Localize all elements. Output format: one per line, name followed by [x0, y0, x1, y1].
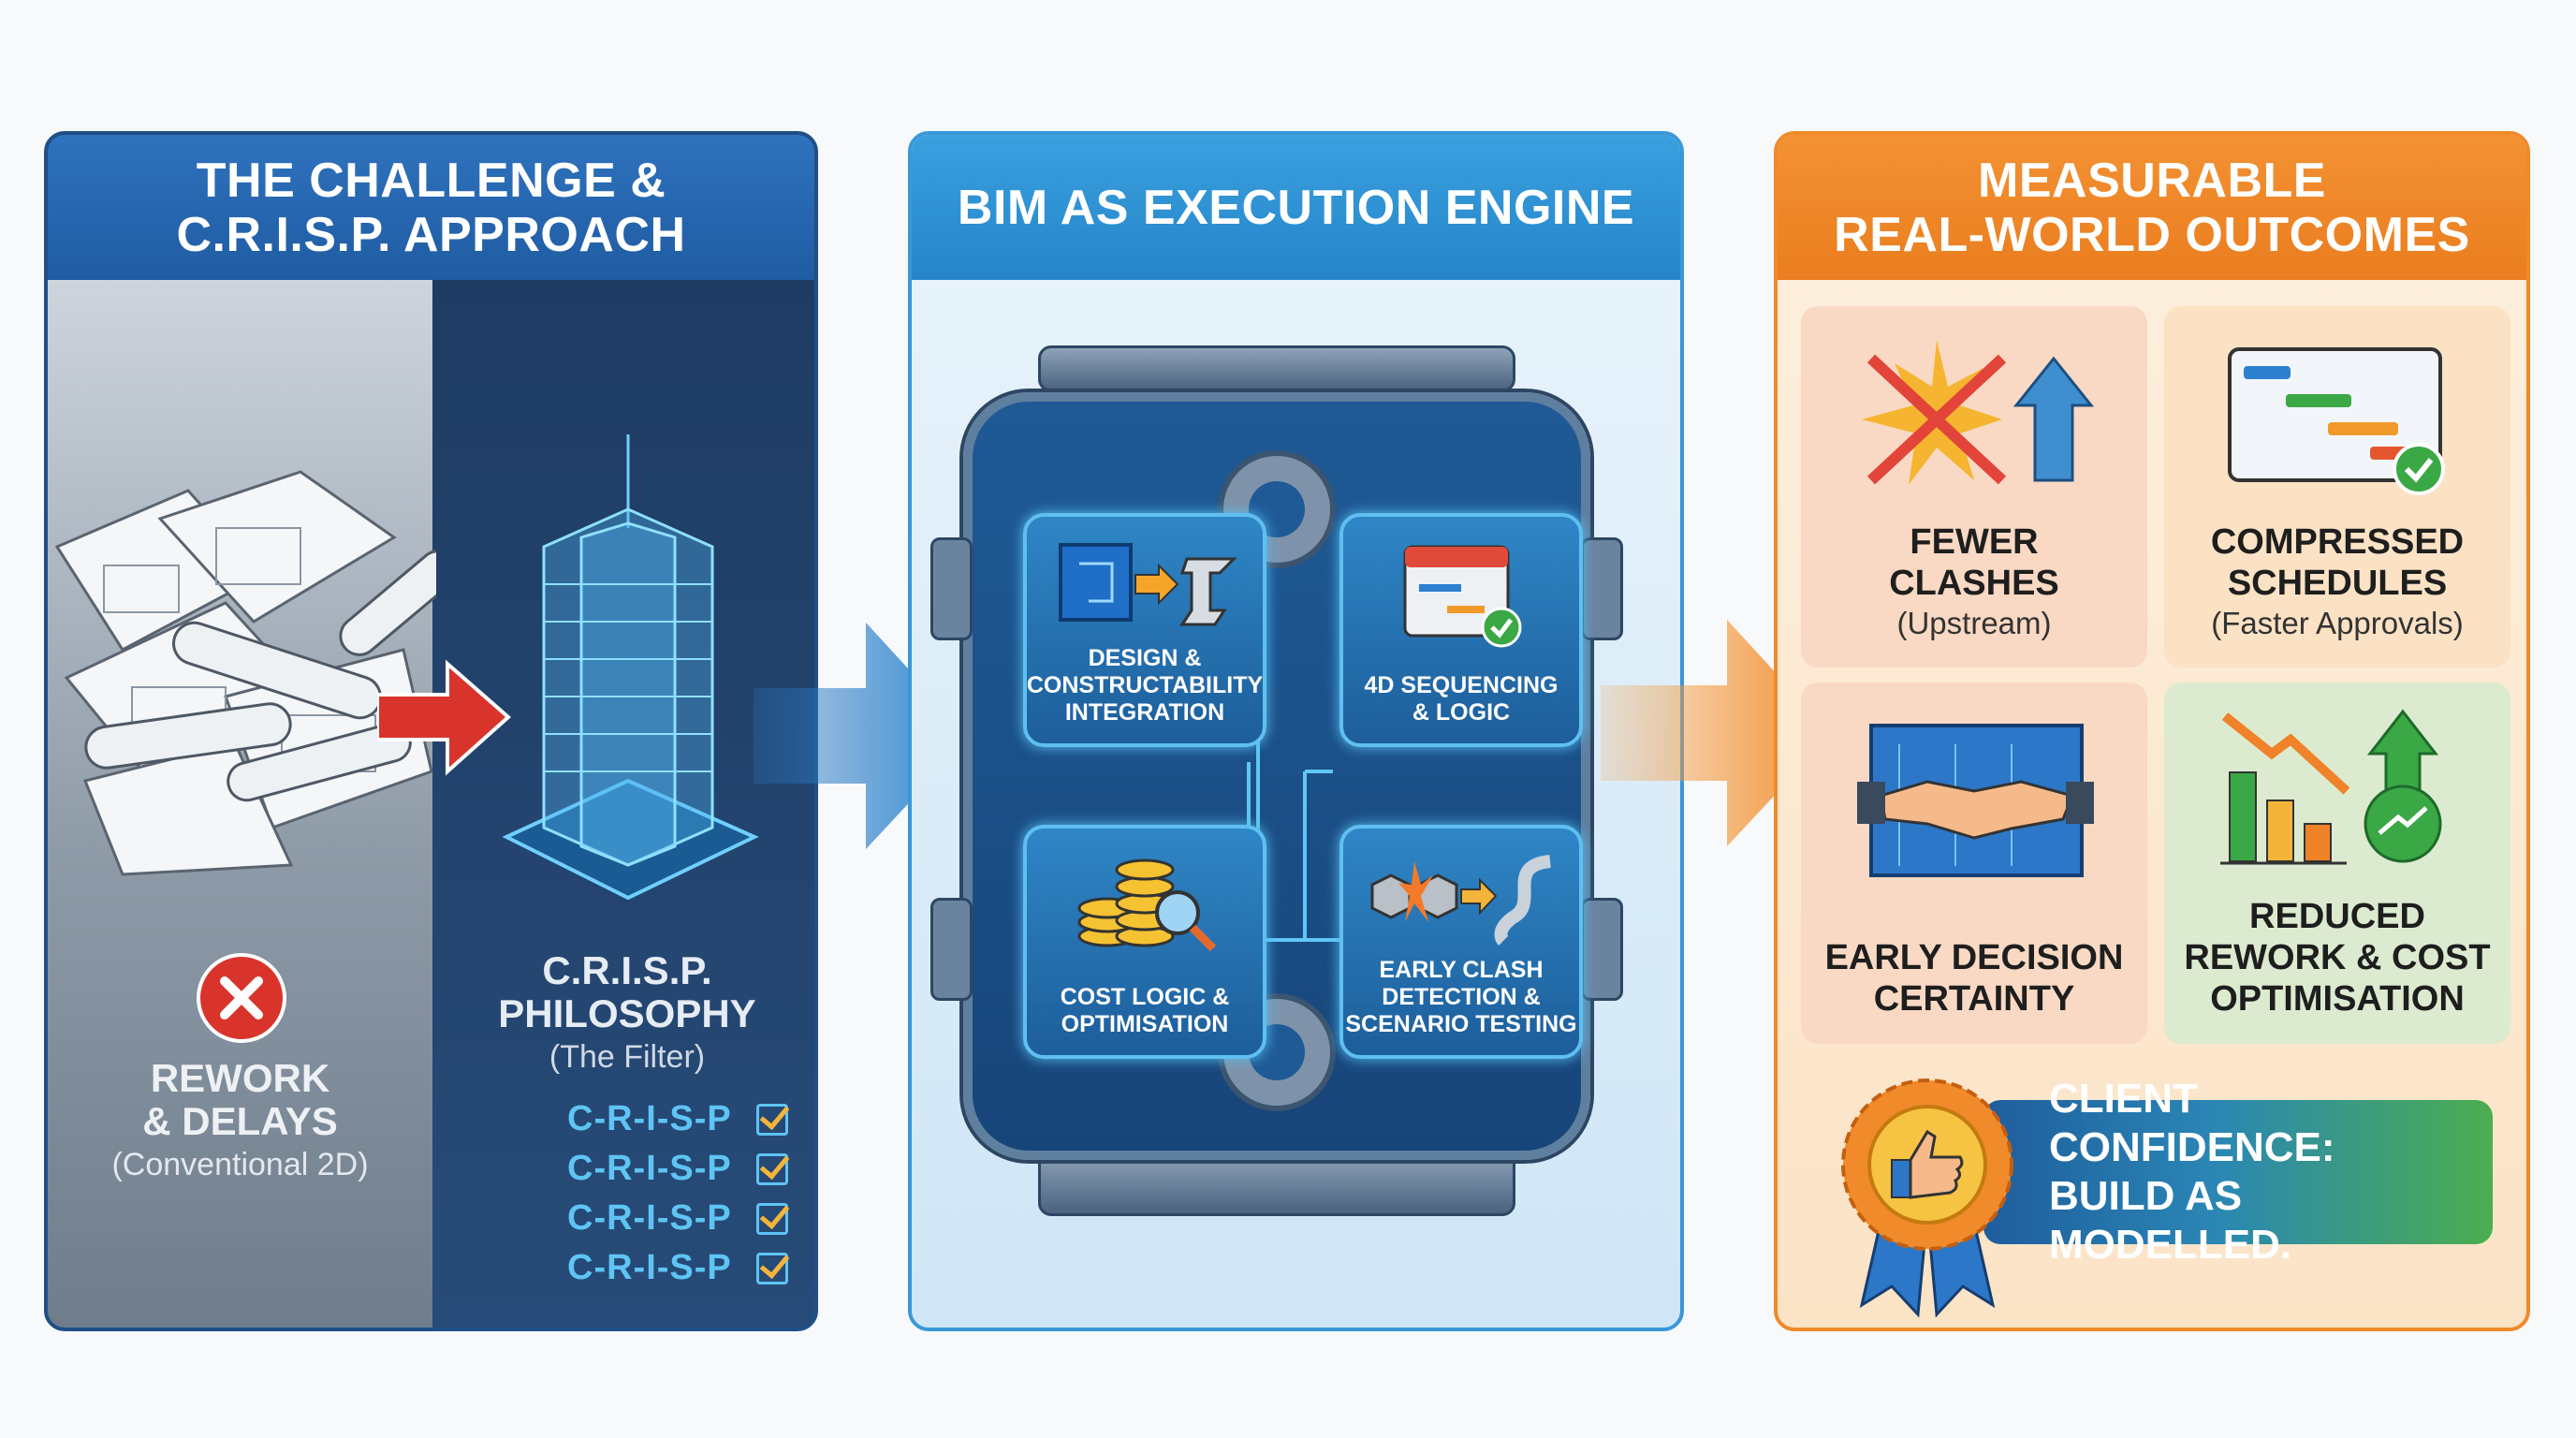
outcome-card-reduced-rework: REDUCED REWORK & COST OPTIMISATION — [2164, 682, 2510, 1044]
blueprint-to-beam-icon — [1059, 543, 1237, 626]
module-label: EARLY CLASH — [1379, 957, 1544, 983]
checkbox-icon — [755, 1152, 788, 1185]
cost-module: COST LOGIC & OPTIMISATION — [1023, 825, 1266, 1059]
digital-building-icon — [502, 434, 759, 901]
engine-top-cap — [1038, 345, 1515, 392]
thumbs-up-medal-icon — [1841, 1078, 2013, 1318]
checklist-label: C-R-I-S-P — [567, 1149, 732, 1188]
checklist-label: C-R-I-S-P — [567, 1198, 732, 1238]
title-line: THE CHALLENGE & — [196, 153, 666, 208]
module-label: & LOGIC — [1412, 699, 1511, 726]
card-title: REDUCED — [2249, 897, 2425, 936]
title-line: C.R.I.S.P. APPROACH — [176, 207, 686, 262]
engine-title: BIM AS EXECUTION ENGINE — [912, 135, 1680, 280]
module-label: COST LOGIC & — [1060, 984, 1230, 1010]
coins-magnifier-icon — [1077, 858, 1217, 952]
crisp-title: C.R.I.S.P. — [542, 948, 712, 992]
card-subtitle: (Upstream) — [1896, 606, 2052, 640]
rework-subtitle: (Conventional 2D) — [111, 1147, 369, 1182]
calendar-check-icon — [1403, 545, 1522, 648]
checkbox-icon — [755, 1202, 788, 1235]
module-label: SCENARIO TESTING — [1345, 1011, 1577, 1037]
crisp-checklist-item: C-R-I-S-P — [567, 1248, 788, 1288]
red-arrow-icon — [377, 659, 512, 776]
module-label: 4D SEQUENCING — [1364, 672, 1559, 698]
bar-chart-down-up-icon — [2220, 709, 2442, 865]
engine-bottom-cap — [1038, 1151, 1515, 1216]
outcomes-panel: MEASURABLE REAL-WORLD OUTCOMES FEWER CLA… — [1774, 131, 2530, 1331]
design-module: DESIGN & CONSTRUCTABILITY INTEGRATION — [1023, 513, 1266, 747]
card-title: OPTIMISATION — [2210, 979, 2465, 1019]
rework-title: REWORK — [150, 1056, 330, 1100]
checkbox-icon — [755, 1252, 788, 1284]
outcome-card-compressed-schedules: COMPRESSED SCHEDULES (Faster Approvals) — [2164, 306, 2510, 668]
card-title: REWORK & COST — [2184, 938, 2491, 977]
rework-title: & DELAYS — [142, 1099, 338, 1143]
checklist-label: C-R-I-S-P — [567, 1248, 732, 1287]
outcome-card-early-decision: EARLY DECISION CERTAINTY — [1801, 682, 2147, 1044]
handshake-blueprint-icon — [1857, 724, 2094, 877]
crisp-title: PHILOSOPHY — [498, 991, 756, 1035]
card-title: CERTAINTY — [1873, 979, 2075, 1019]
card-title: EARLY DECISION — [1824, 938, 2124, 977]
title-line: MEASURABLE — [1978, 153, 2326, 208]
card-title: CLASHES — [1889, 564, 2059, 603]
module-label: DETECTION & — [1382, 984, 1541, 1010]
clash-path-icon — [1370, 855, 1552, 946]
banner-text: CLIENT CONFIDENCE: — [2049, 1076, 2335, 1170]
card-title: FEWER — [1910, 522, 2039, 562]
challenge-title: THE CHALLENGE & C.R.I.S.P. APPROACH — [48, 135, 814, 280]
red-x-circle-icon — [197, 953, 286, 1043]
module-label: OPTIMISATION — [1061, 1011, 1229, 1037]
engine-knob — [930, 898, 973, 1001]
crisp-subtitle: (The Filter) — [549, 1039, 706, 1075]
card-title: COMPRESSED — [2210, 522, 2465, 562]
title-line: BIM AS EXECUTION ENGINE — [957, 180, 1635, 235]
crisp-checklist-item: C-R-I-S-P — [567, 1099, 788, 1139]
card-subtitle: (Faster Approvals) — [2211, 606, 2464, 640]
challenge-panel: THE CHALLENGE & C.R.I.S.P. APPROACH — [44, 131, 818, 1331]
checkbox-icon — [755, 1103, 788, 1136]
title-line: REAL-WORLD OUTCOMES — [1834, 207, 2470, 262]
module-label: DESIGN & — [1088, 645, 1202, 671]
card-title: SCHEDULES — [2227, 564, 2448, 603]
banner-text: BUILD AS MODELLED. — [2049, 1173, 2292, 1268]
gantt-check-icon — [2228, 347, 2445, 495]
engine-knob — [930, 537, 973, 640]
crisp-checklist-item: C-R-I-S-P — [567, 1149, 788, 1189]
engine-knob — [1581, 898, 1623, 1001]
client-confidence-banner: CLIENT CONFIDENCE: BUILD AS MODELLED. — [1983, 1076, 2493, 1268]
module-label: CONSTRUCTABILITY — [1026, 672, 1264, 698]
outcome-card-fewer-clashes: FEWER CLASHES (Upstream) — [1801, 306, 2147, 668]
clash-cross-arrow-up-icon — [1862, 340, 2095, 485]
sequencing-module: 4D SEQUENCING & LOGIC — [1339, 513, 1583, 747]
module-label: INTEGRATION — [1064, 699, 1225, 726]
clash-module: EARLY CLASH DETECTION & SCENARIO TESTING — [1339, 825, 1583, 1059]
outcomes-title: MEASURABLE REAL-WORLD OUTCOMES — [1778, 135, 2526, 280]
engine-panel: BIM AS EXECUTION ENGINE DESIGN & CONSTRU… — [908, 131, 1684, 1331]
checklist-label: C-R-I-S-P — [567, 1099, 732, 1138]
crisp-checklist-item: C-R-I-S-P — [567, 1198, 788, 1239]
